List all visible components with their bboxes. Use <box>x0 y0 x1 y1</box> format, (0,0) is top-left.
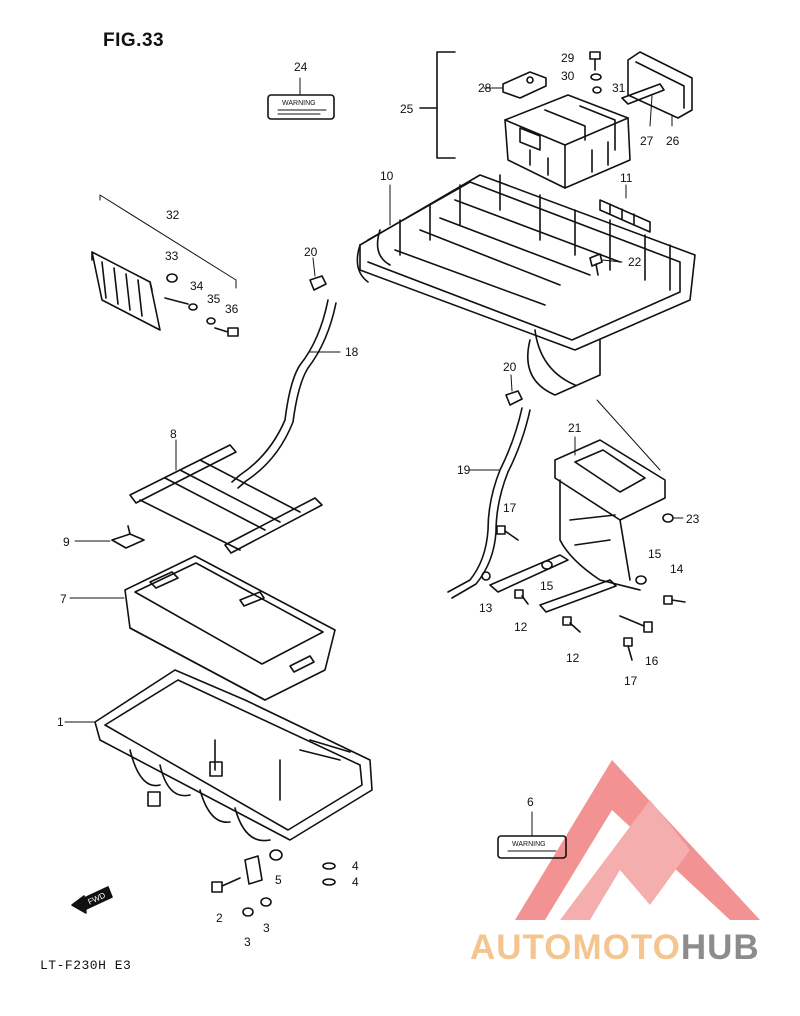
reflector-bracket-32 <box>91 194 237 331</box>
callout-33: 33 <box>165 249 179 263</box>
callout-29: 29 <box>561 51 575 65</box>
nut-23 <box>662 513 684 523</box>
callout-4-a: 4 <box>352 859 359 873</box>
callout-11: 11 <box>620 171 633 185</box>
callout-1: 1 <box>57 715 64 729</box>
callout-20-a: 20 <box>304 245 318 259</box>
bolt-36 <box>214 327 239 337</box>
callout-18: 18 <box>345 345 359 359</box>
callout-3-a: 3 <box>244 935 251 949</box>
callout-5: 5 <box>275 873 282 887</box>
warning-label-6 <box>497 811 567 859</box>
clip-20-upper <box>309 257 327 291</box>
watermark-text-a: AUTOMOTO <box>470 928 681 967</box>
washer-35 <box>206 317 216 325</box>
callout-3-b: 3 <box>263 921 270 935</box>
warning-label-24 <box>267 77 335 120</box>
bracket-25 <box>419 51 456 159</box>
toolbox-25 <box>504 94 631 189</box>
callout-28: 28 <box>478 81 492 95</box>
callout-12-a: 12 <box>514 620 528 634</box>
bolt-29 <box>589 51 601 71</box>
callout-27: 27 <box>640 134 654 148</box>
stay-pipe-19 <box>447 407 531 599</box>
callout-13: 13 <box>479 601 493 615</box>
bracket-5 <box>244 855 263 885</box>
nut-3-a <box>242 907 254 917</box>
figure-title: FIG.33 <box>103 30 165 51</box>
callout-34: 34 <box>190 279 204 293</box>
callout-14: 14 <box>670 562 684 576</box>
callout-6: 6 <box>527 795 534 809</box>
nut-3-b <box>260 897 272 907</box>
nut-31 <box>592 86 602 94</box>
tray-7 <box>69 555 336 701</box>
washer-4-b <box>322 878 336 886</box>
callout-35: 35 <box>207 292 221 306</box>
washer-30 <box>590 73 602 81</box>
callout-24: 24 <box>294 60 308 74</box>
front-carrier-10 <box>356 174 696 471</box>
watermark-text: AUTOMOTOHUB <box>470 928 760 968</box>
callout-23: 23 <box>686 512 700 526</box>
callout-22: 22 <box>628 255 642 269</box>
callout-10: 10 <box>380 169 394 183</box>
bolt-17-lower <box>623 637 633 661</box>
callout-15-b: 15 <box>648 547 662 561</box>
bolt-17-upper <box>496 525 519 541</box>
watermark-logo <box>515 760 760 920</box>
callout-7: 7 <box>60 592 67 606</box>
callout-30: 30 <box>561 69 575 83</box>
carrier-frame-8 <box>129 439 323 554</box>
bolt-12-a <box>514 589 529 605</box>
bracket-21 <box>554 436 666 591</box>
washer-4-a <box>322 862 336 870</box>
model-code: LT-F230H E3 <box>40 958 132 973</box>
callout-17-a: 17 <box>503 501 517 515</box>
clip-20-lower <box>505 374 523 406</box>
callout-4-b: 4 <box>352 875 359 889</box>
warning-text-6: WARNING <box>512 841 546 848</box>
bolt-12-b <box>562 616 581 633</box>
callout-19: 19 <box>457 463 471 477</box>
washer-33 <box>166 273 178 283</box>
callout-36: 36 <box>225 302 239 316</box>
strap-27 <box>621 83 673 127</box>
callout-9: 9 <box>63 535 70 549</box>
callout-31: 31 <box>612 81 626 95</box>
clip-28 <box>483 71 547 99</box>
callout-2: 2 <box>216 911 223 925</box>
callout-8: 8 <box>170 427 177 441</box>
rear-carrier-1 <box>64 669 373 842</box>
bolt-34 <box>164 297 198 311</box>
nut-5 <box>269 849 283 861</box>
bolt-22 <box>589 253 623 276</box>
emblem-11 <box>599 184 651 233</box>
warning-text-24: WARNING <box>282 100 316 107</box>
callout-12-b: 12 <box>566 651 580 665</box>
callout-20-b: 20 <box>503 360 517 374</box>
stay-pipe-18 <box>231 299 341 489</box>
bolt-14 <box>663 595 686 605</box>
callout-15-a: 15 <box>540 579 554 593</box>
watermark-text-b: HUB <box>680 928 760 967</box>
callout-21: 21 <box>568 421 582 435</box>
callout-17-b: 17 <box>624 674 638 688</box>
bolt-2 <box>211 877 241 893</box>
callout-32: 32 <box>166 208 180 222</box>
fwd-arrow <box>71 886 113 914</box>
link-bar-right <box>489 554 617 613</box>
washer-13 <box>481 571 491 581</box>
callout-25: 25 <box>400 102 414 116</box>
callout-26: 26 <box>666 134 680 148</box>
callout-16: 16 <box>645 654 659 668</box>
bolt-16 <box>619 615 653 633</box>
clamp-9 <box>74 525 145 549</box>
